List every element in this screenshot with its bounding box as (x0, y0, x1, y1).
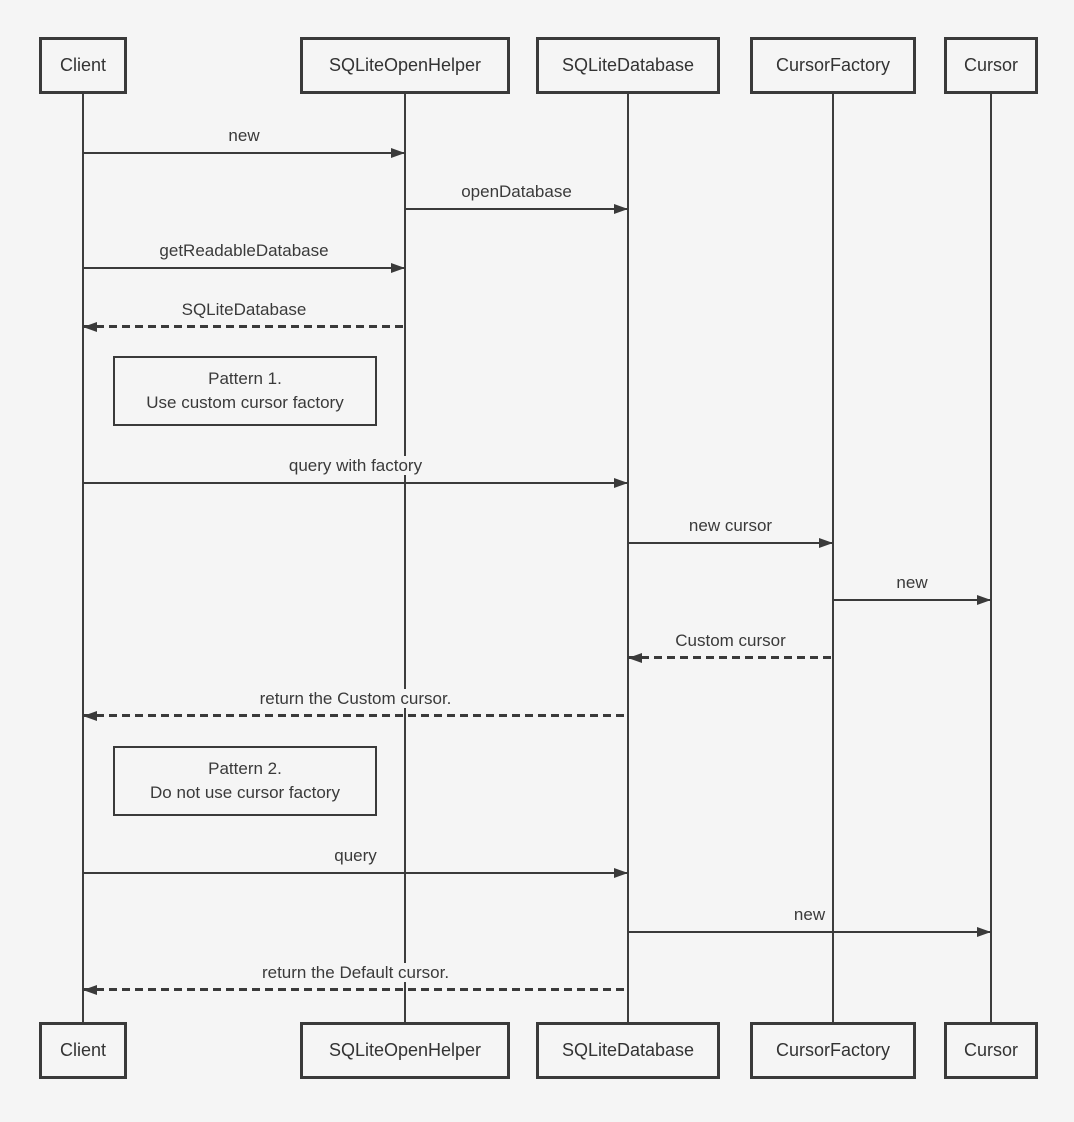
message-label: getReadableDatabase (83, 241, 405, 261)
actor-label: CursorFactory (775, 55, 891, 75)
lifeline-sqliteopenhelper (404, 94, 406, 1022)
actor-top-cursorfactory: CursorFactory (750, 37, 916, 94)
message-line (833, 599, 991, 601)
message-line (83, 872, 628, 874)
note-title: Pattern 2. (208, 759, 282, 778)
actor-label: SQLiteOpenHelper (328, 1040, 482, 1060)
message-line (83, 152, 405, 154)
message-line (628, 542, 833, 544)
arrowhead-left-icon (628, 653, 642, 663)
actor-label: SQLiteDatabase (561, 1040, 695, 1060)
message-label: Custom cursor (628, 631, 833, 651)
arrowhead-right-icon (614, 478, 628, 488)
actor-label: SQLiteOpenHelper (328, 55, 482, 75)
arrowhead-left-icon (83, 985, 97, 995)
note-pattern-2: Pattern 2. Do not use cursor factory (113, 746, 377, 816)
actor-label: CursorFactory (775, 1040, 891, 1060)
arrowhead-right-icon (977, 927, 991, 937)
lifeline-client (82, 94, 84, 1022)
actor-bottom-sqliteopenhelper: SQLiteOpenHelper (300, 1022, 510, 1079)
arrowhead-right-icon (614, 204, 628, 214)
message-label: new (833, 573, 991, 593)
actor-bottom-cursorfactory: CursorFactory (750, 1022, 916, 1079)
actor-bottom-cursor: Cursor (944, 1022, 1038, 1079)
message-label: query (83, 846, 628, 866)
lifeline-sqlitedatabase (627, 94, 629, 1022)
arrowhead-right-icon (819, 538, 833, 548)
lifeline-cursorfactory (832, 94, 834, 1022)
actor-bottom-client: Client (39, 1022, 127, 1079)
actor-label: Client (59, 1040, 107, 1060)
message-label: return the Custom cursor. (83, 689, 628, 709)
arrowhead-left-icon (83, 322, 97, 332)
actor-bottom-sqlitedatabase: SQLiteDatabase (536, 1022, 720, 1079)
actor-label: Cursor (963, 55, 1018, 75)
message-label: new (83, 126, 405, 146)
message-line (628, 656, 833, 659)
actor-top-sqlitedatabase: SQLiteDatabase (536, 37, 720, 94)
note-title: Pattern 1. (208, 369, 282, 388)
message-line (83, 325, 405, 328)
actor-top-cursor: Cursor (944, 37, 1038, 94)
actor-label: SQLiteDatabase (561, 55, 695, 75)
arrowhead-right-icon (391, 148, 405, 158)
message-line (83, 267, 405, 269)
message-line (628, 931, 991, 933)
message-label: SQLiteDatabase (83, 300, 405, 320)
arrowhead-right-icon (391, 263, 405, 273)
message-line (83, 714, 628, 717)
message-label: query with factory (83, 456, 628, 476)
arrowhead-right-icon (614, 868, 628, 878)
message-label: openDatabase (405, 182, 628, 202)
lifeline-cursor (990, 94, 992, 1022)
message-line (83, 988, 628, 991)
message-line (405, 208, 628, 210)
arrowhead-left-icon (83, 711, 97, 721)
actor-label: Client (59, 55, 107, 75)
actor-top-client: Client (39, 37, 127, 94)
message-line (83, 482, 628, 484)
actor-label: Cursor (963, 1040, 1018, 1060)
message-label: new (628, 905, 991, 925)
note-text: Do not use cursor factory (150, 783, 340, 802)
note-text: Use custom cursor factory (146, 393, 344, 412)
message-label: new cursor (628, 516, 833, 536)
arrowhead-right-icon (977, 595, 991, 605)
message-label: return the Default cursor. (83, 963, 628, 983)
note-pattern-1: Pattern 1. Use custom cursor factory (113, 356, 377, 426)
actor-top-sqliteopenhelper: SQLiteOpenHelper (300, 37, 510, 94)
